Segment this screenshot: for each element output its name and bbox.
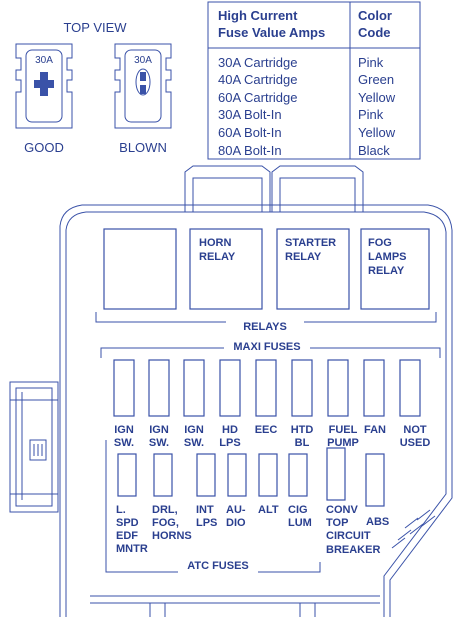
atc-fuses-section-label: ATC FUSES (187, 560, 249, 572)
maxi-fuse-label: NOT (403, 424, 427, 436)
table-row-value: 60A Bolt-In (218, 125, 282, 140)
atc-fuse (196, 453, 216, 497)
atc-fuse (365, 453, 385, 507)
atc-fuse-label: EDF (116, 530, 138, 542)
atc-fuse-label: BREAKER (326, 544, 380, 556)
table-row-color: Yellow (358, 125, 396, 140)
atc-fuse-label: SPD (116, 517, 139, 529)
top-view-section: TOP VIEW 30A GOOD 30A BLOWN (15, 20, 172, 155)
horn-relay-label: RELAY (199, 251, 236, 263)
maxi-fuse (219, 359, 241, 417)
fog-relay-label: RELAY (368, 265, 405, 277)
table-header-left-2: Fuse Value Amps (218, 25, 325, 40)
table-row-color: Yellow (358, 90, 396, 105)
atc-fuse (117, 453, 137, 497)
maxi-fuse-label: USED (400, 437, 431, 449)
maxi-fuse-label: IGN (114, 424, 134, 436)
starter-relay-label: STARTER (285, 237, 336, 249)
maxi-fuse (399, 359, 421, 417)
table-header-left-1: High Current (218, 8, 298, 23)
maxi-fuses-section: MAXI FUSES IGN SW. IGN SW. IGN SW. HD LP… (100, 341, 441, 449)
atc-fuse-label: LUM (288, 517, 312, 529)
fog-relay-label: LAMPS (368, 251, 407, 263)
maxi-fuse (148, 359, 170, 417)
maxi-fuse-label: IGN (149, 424, 169, 436)
starter-relay-label: RELAY (285, 251, 322, 263)
good-label: GOOD (24, 140, 64, 155)
top-view-title: TOP VIEW (63, 20, 127, 35)
table-row-color: Pink (358, 55, 384, 70)
atc-circuit-breaker (326, 447, 346, 501)
atc-fuse-label: CONV (326, 504, 358, 516)
atc-fuse-label: L. (116, 504, 126, 516)
maxi-fuse-label: PUMP (327, 437, 359, 449)
blown-label: BLOWN (119, 140, 167, 155)
atc-fuse (258, 453, 278, 497)
maxi-fuse (255, 359, 277, 417)
relays-section: HORN RELAY STARTER RELAY FOG LAMPS RELAY… (95, 228, 437, 333)
fuse-color-table: High Current Fuse Value Amps Color Code … (207, 1, 421, 160)
maxi-fuse-label: SW. (149, 437, 169, 449)
maxi-fuse-label: FAN (364, 424, 386, 436)
atc-fuse (288, 453, 308, 497)
maxi-fuse (183, 359, 205, 417)
table-row-value: 30A Bolt-In (218, 107, 282, 122)
fog-relay-label: FOG (368, 237, 392, 249)
table-row-value: 80A Bolt-In (218, 143, 282, 158)
table-header-right-1: Color (358, 8, 392, 23)
atc-fuse-label: AU- (226, 504, 246, 516)
maxi-fuse (327, 359, 349, 417)
atc-fuse-label: DRL, (152, 504, 178, 516)
maxi-fuse-label: BL (295, 437, 310, 449)
table-row-color: Black (358, 143, 390, 158)
maxi-fuse-label: FUEL (329, 424, 358, 436)
maxi-fuse (363, 359, 385, 417)
maxi-fuse-label: EEC (255, 424, 278, 436)
relays-section-label: RELAYS (243, 321, 287, 333)
atc-fuse-label: HORNS (152, 530, 192, 542)
relay-slot-empty (103, 228, 177, 310)
atc-fuse-label: CIG (288, 504, 308, 516)
maxi-fuse-label: LPS (219, 437, 240, 449)
good-fuse-rating: 30A (35, 55, 53, 66)
atc-fuse-label: FOG, (152, 517, 179, 529)
atc-fuse-label: INT (196, 504, 214, 516)
maxi-fuses-section-label: MAXI FUSES (233, 341, 300, 353)
atc-fuse-label: ALT (258, 504, 279, 516)
atc-fuses-section: L. SPD EDF MNTR DRL, FOG, HORNS INT LPS … (105, 440, 389, 573)
atc-fuse-label: LPS (196, 517, 217, 529)
atc-fuse (227, 453, 247, 497)
atc-fuse-label: CIRCUIT (326, 530, 371, 542)
table-row-value: 40A Cartridge (218, 72, 298, 87)
maxi-fuse-label: IGN (184, 424, 204, 436)
maxi-fuse-label: HD (222, 424, 238, 436)
table-row-color: Pink (358, 107, 384, 122)
blown-fuse-rating: 30A (134, 55, 152, 66)
fuse-box-housing (9, 165, 453, 617)
atc-fuse (153, 453, 173, 497)
table-row-value: 30A Cartridge (218, 55, 298, 70)
blown-fuse-icon: 30A (114, 43, 172, 129)
maxi-fuse-label: SW. (184, 437, 204, 449)
starter-relay (276, 228, 350, 310)
maxi-fuse (291, 359, 313, 417)
atc-fuse-label: MNTR (116, 543, 148, 555)
table-row-color: Green (358, 72, 394, 87)
table-row-value: 60A Cartridge (218, 90, 298, 105)
table-header-right-2: Code (358, 25, 391, 40)
maxi-fuse (113, 359, 135, 417)
atc-fuse-label: TOP (326, 517, 348, 529)
good-fuse-icon: 30A (15, 43, 73, 129)
fog-lamps-relay (360, 228, 430, 310)
atc-fuse-label: DIO (226, 517, 246, 529)
atc-fuse-label: ABS (366, 516, 389, 528)
maxi-fuse-label: SW. (114, 437, 134, 449)
horn-relay (189, 228, 263, 310)
maxi-fuse-label: HTD (291, 424, 314, 436)
horn-relay-label: HORN (199, 237, 231, 249)
